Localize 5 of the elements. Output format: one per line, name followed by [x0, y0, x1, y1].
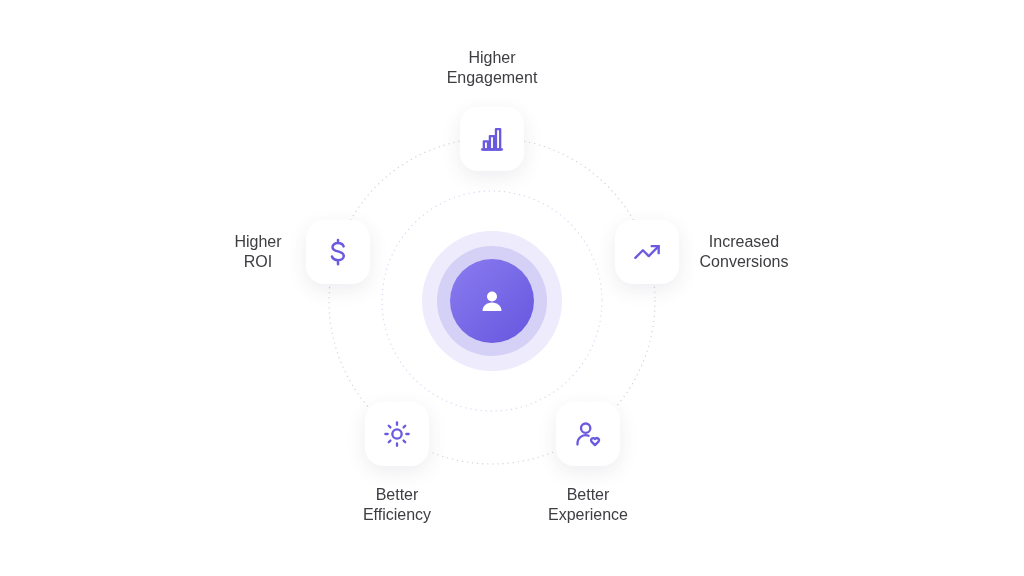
benefit-label: Higher Engagement: [445, 48, 539, 88]
benefit-label: Better Experience: [546, 485, 629, 525]
benefit-label: Increased Conversions: [698, 232, 790, 272]
benefit-label: Better Efficiency: [361, 485, 433, 525]
benefit-label: Higher ROI: [233, 232, 283, 272]
